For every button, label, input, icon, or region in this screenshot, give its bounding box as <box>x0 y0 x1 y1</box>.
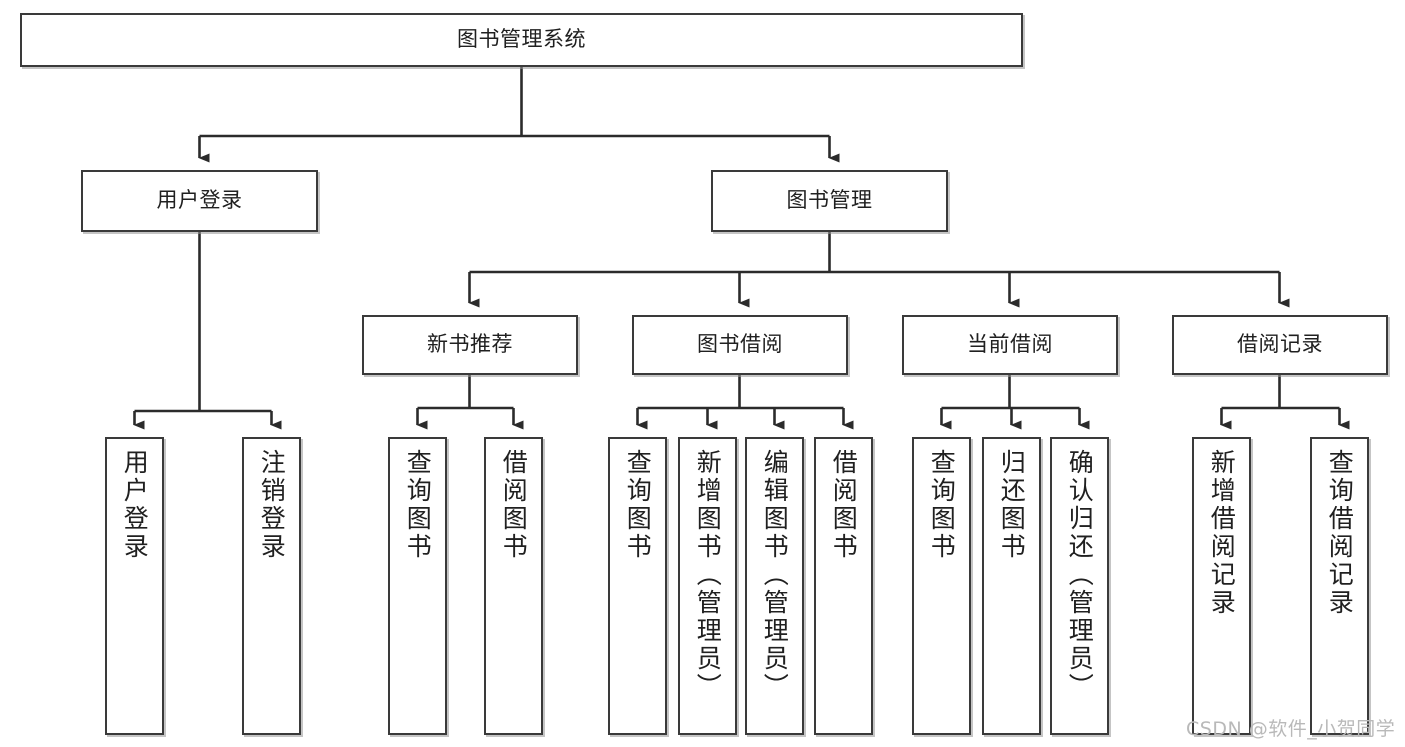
node-borrow-record[interactable]: 借阅记录 <box>1172 315 1388 375</box>
node-leaf-edit-book[interactable]: 编辑图书（管理员） <box>745 437 804 735</box>
node-book-management-label: 图书管理 <box>786 188 873 213</box>
node-leaf-edit-book-label: 编辑图书（管理员） <box>760 449 790 701</box>
node-leaf-add-record-label: 新增借阅记录 <box>1207 449 1237 617</box>
node-leaf-query-book-1-label: 查询图书 <box>403 449 433 561</box>
node-new-book-recommend-label: 新书推荐 <box>427 332 513 357</box>
node-leaf-add-book[interactable]: 新增图书（管理员） <box>678 437 737 735</box>
node-user-login-label: 用户登录 <box>156 188 243 213</box>
node-root[interactable]: 图书管理系统 <box>20 13 1023 67</box>
node-leaf-confirm-return-label: 确认归还（管理员） <box>1065 449 1095 701</box>
node-leaf-return-book[interactable]: 归还图书 <box>982 437 1041 735</box>
node-book-management[interactable]: 图书管理 <box>711 170 948 232</box>
node-leaf-logout[interactable]: 注销登录 <box>242 437 301 735</box>
node-current-borrow-label: 当前借阅 <box>967 332 1053 357</box>
node-current-borrow[interactable]: 当前借阅 <box>902 315 1118 375</box>
node-leaf-add-record[interactable]: 新增借阅记录 <box>1192 437 1251 735</box>
node-book-borrow-label: 图书借阅 <box>697 332 783 357</box>
node-leaf-confirm-return[interactable]: 确认归还（管理员） <box>1050 437 1109 735</box>
node-borrow-record-label: 借阅记录 <box>1237 332 1323 357</box>
node-leaf-query-book-3[interactable]: 查询图书 <box>912 437 971 735</box>
node-leaf-query-record-label: 查询借阅记录 <box>1325 449 1355 617</box>
node-leaf-borrow-book-1[interactable]: 借阅图书 <box>484 437 543 735</box>
node-leaf-query-book-1[interactable]: 查询图书 <box>388 437 447 735</box>
node-leaf-borrow-book-2[interactable]: 借阅图书 <box>814 437 873 735</box>
node-leaf-query-book-3-label: 查询图书 <box>927 449 957 561</box>
node-new-book-recommend[interactable]: 新书推荐 <box>362 315 578 375</box>
node-leaf-query-book-2[interactable]: 查询图书 <box>608 437 667 735</box>
node-leaf-add-book-label: 新增图书（管理员） <box>693 449 723 701</box>
node-leaf-logout-label: 注销登录 <box>257 449 287 561</box>
node-leaf-borrow-book-1-label: 借阅图书 <box>499 449 529 561</box>
node-leaf-borrow-book-2-label: 借阅图书 <box>829 449 859 561</box>
node-book-borrow[interactable]: 图书借阅 <box>632 315 848 375</box>
node-leaf-query-record[interactable]: 查询借阅记录 <box>1310 437 1369 735</box>
node-root-label: 图书管理系统 <box>457 27 586 52</box>
node-leaf-return-book-label: 归还图书 <box>997 449 1027 561</box>
node-leaf-user-login[interactable]: 用户登录 <box>105 437 164 735</box>
node-leaf-query-book-2-label: 查询图书 <box>623 449 653 561</box>
node-user-login[interactable]: 用户登录 <box>81 170 318 232</box>
node-leaf-user-login-label: 用户登录 <box>120 449 150 561</box>
